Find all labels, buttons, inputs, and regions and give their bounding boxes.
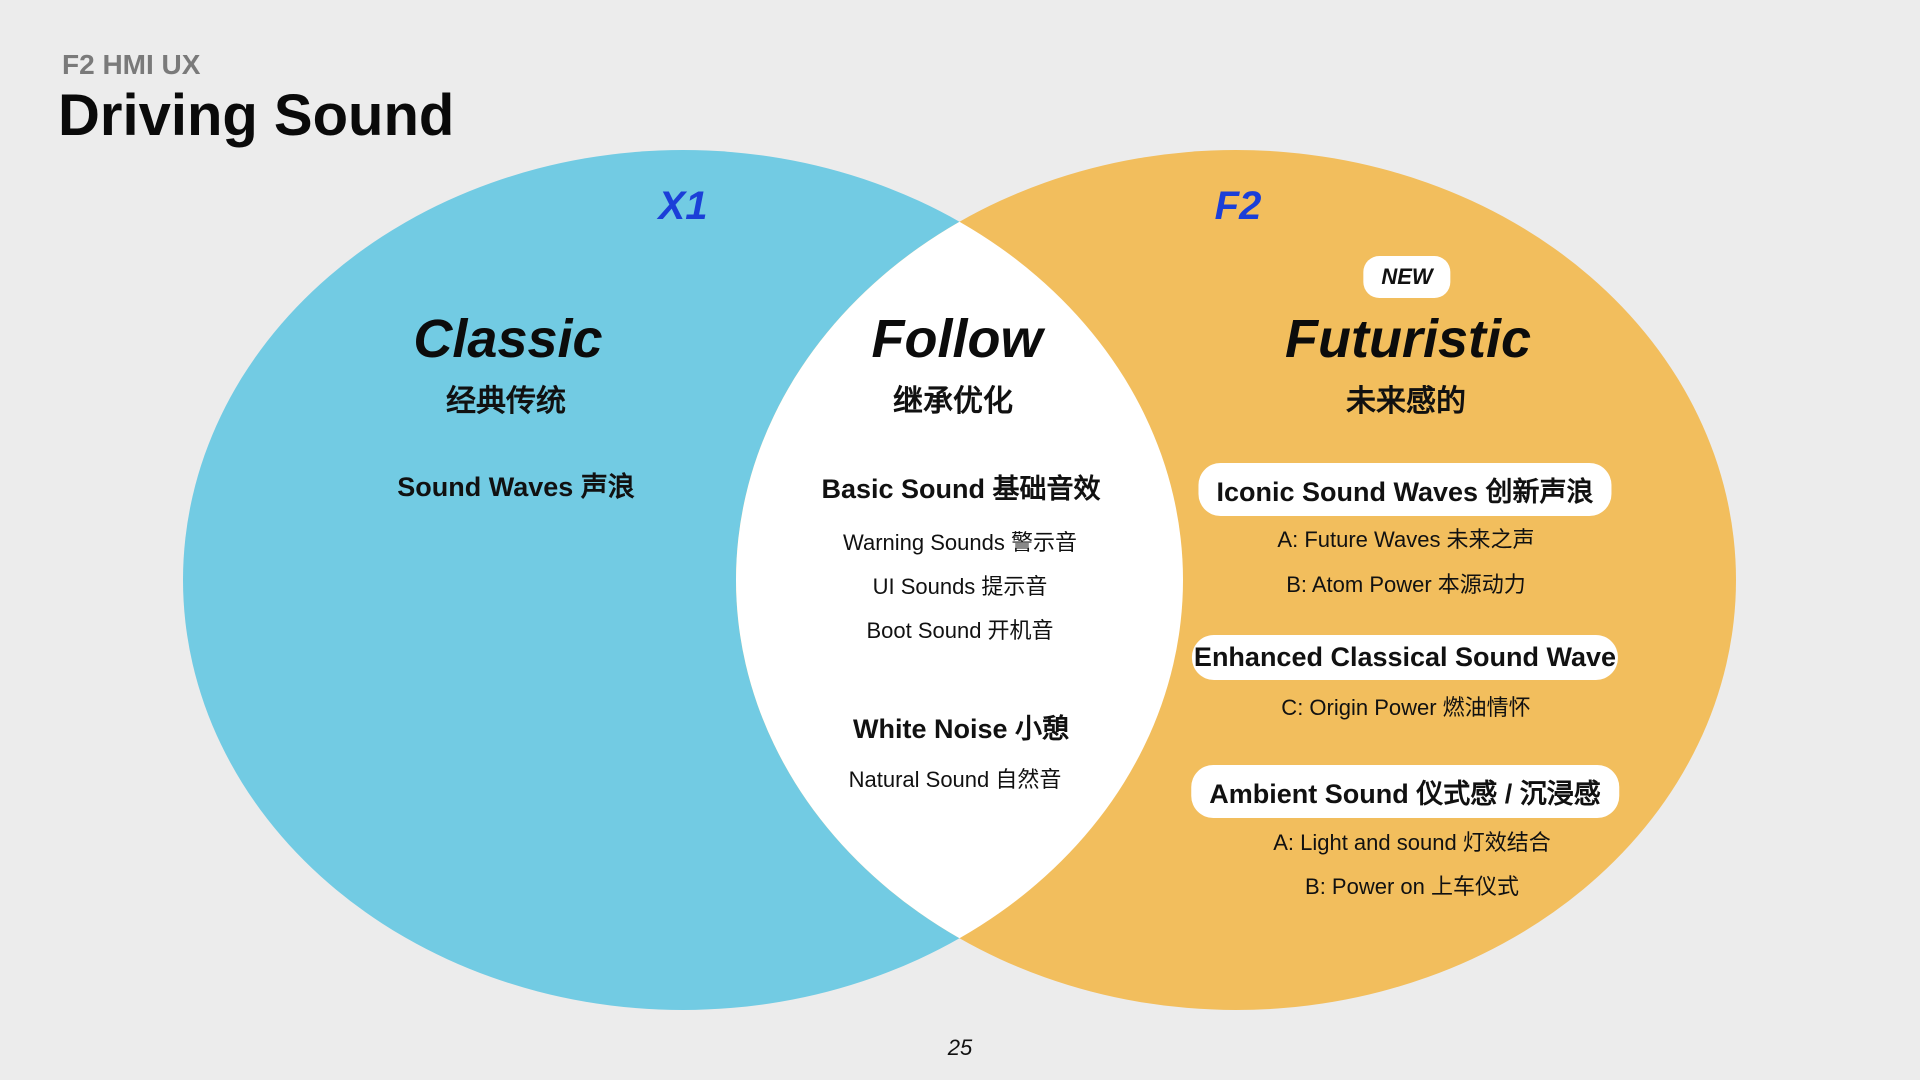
new-badge: NEW [1363,256,1451,298]
page-title: Driving Sound [58,83,455,148]
right-section-pill: Ambient Sound 仪式感 / 沉浸感 [1191,765,1619,818]
right-item: B: Power on 上车仪式 [1305,874,1519,899]
right-heading: Futuristic [1284,309,1532,369]
eyebrow-label: F2 HMI UX [62,49,201,80]
right-item: A: Light and sound 灯效结合 [1273,830,1551,855]
left-item: Sound Waves 声浪 [397,472,635,502]
right-section-pill: Iconic Sound Waves 创新声浪 [1198,463,1612,516]
center-section-title: White Noise 小憩 [852,714,1070,744]
left-heading-cn: 经典传统 [446,385,566,418]
center-item: UI Sounds 提示音 [872,574,1048,599]
center-item: Warning Sounds 警示音 [843,530,1077,555]
page-number: 25 [947,1035,973,1060]
left-heading: Classic [413,309,603,369]
center-section-title: Basic Sound 基础音效 [821,474,1101,504]
right-item: C: Origin Power 燃油情怀 [1281,695,1531,720]
center-heading: Follow [871,309,1043,369]
center-heading-cn: 继承优化 [893,385,1013,418]
right-item: A: Future Waves 未来之声 [1277,527,1535,552]
right-item: B: Atom Power 本源动力 [1286,572,1526,597]
center-item: Boot Sound 开机音 [866,618,1054,643]
overlap-region [736,150,1183,1010]
right-heading-cn: 未来感的 [1346,385,1466,418]
right-version-label: F2 [1214,184,1262,228]
right-section-pill: Enhanced Classical Sound Wave [1191,635,1619,680]
center-item: Natural Sound 自然音 [848,767,1062,792]
left-version-label: X1 [658,184,708,228]
